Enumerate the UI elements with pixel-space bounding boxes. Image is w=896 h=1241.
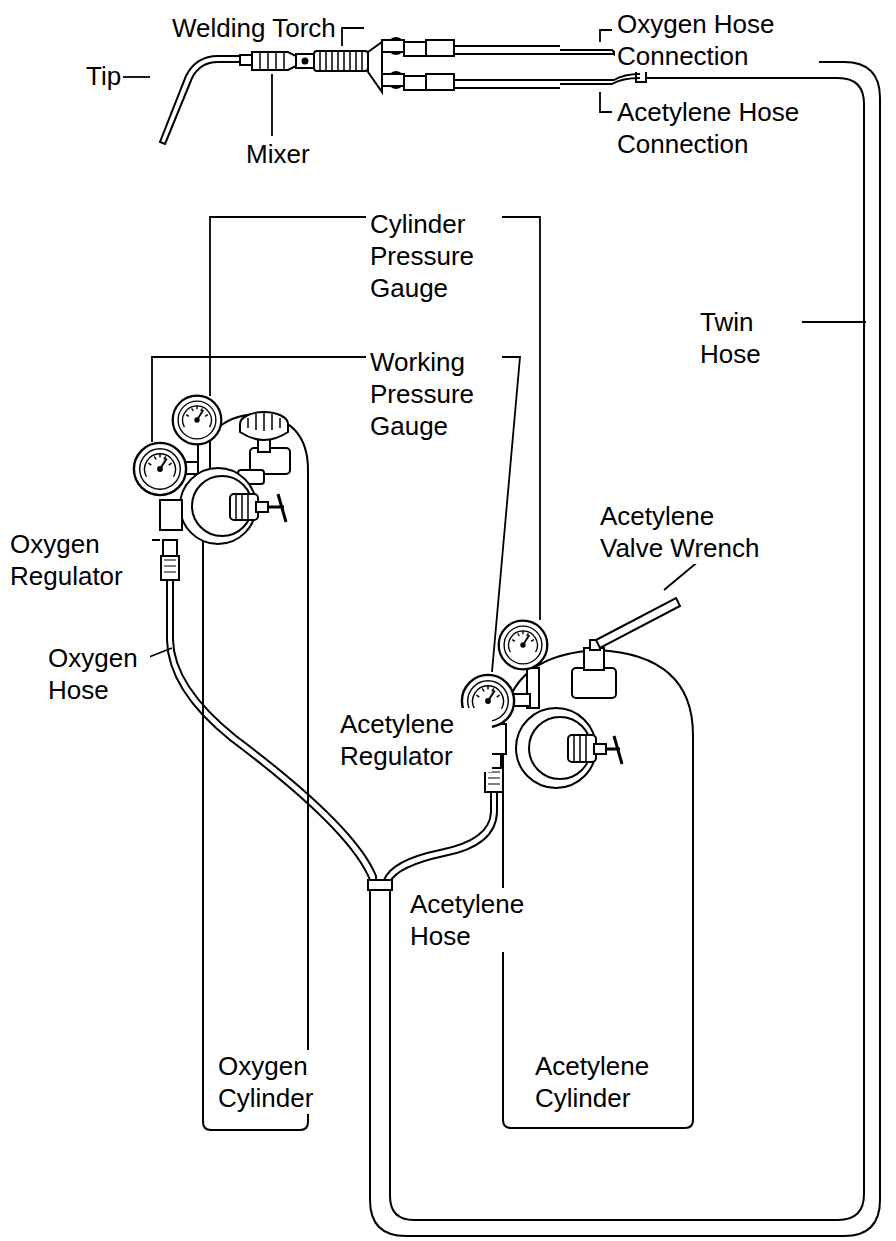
hose-clamp — [368, 880, 392, 890]
leader-line — [98, 28, 866, 730]
part-label: Mixer — [244, 138, 312, 170]
cylinder-label: Acetylene Cylinder — [533, 1050, 687, 1114]
part-label: Oxygen Hose Connection — [615, 8, 819, 72]
part-label: Tip — [84, 60, 123, 92]
part-label: Cylinder Pressure Gauge — [368, 208, 502, 304]
part-label: Acetylene Valve Wrench — [598, 500, 780, 564]
tool-label: Welding Torch — [170, 12, 338, 44]
oxygen-valve — [238, 412, 290, 484]
part-label: Acetylene Regulator — [338, 708, 492, 772]
welding-torch — [160, 38, 560, 144]
part-label: Acetylene Hose — [408, 888, 562, 952]
part-label: Oxygen Hose — [46, 642, 150, 706]
oxygen-working-gauge — [134, 443, 186, 495]
part-label: Working Pressure Gauge — [368, 346, 502, 442]
acetylene-cylinder-gauge — [499, 621, 548, 670]
acetylene-hose — [384, 792, 497, 890]
cylinder-label: Oxygen Cylinder — [216, 1050, 340, 1114]
part-label: Acetylene Hose Connection — [615, 96, 839, 160]
part-label: Twin Hose — [698, 306, 802, 370]
acetylene-valve — [572, 598, 680, 698]
part-label: Oxygen Regulator — [8, 528, 152, 592]
oxygen-cylinder-gauge — [173, 396, 222, 445]
